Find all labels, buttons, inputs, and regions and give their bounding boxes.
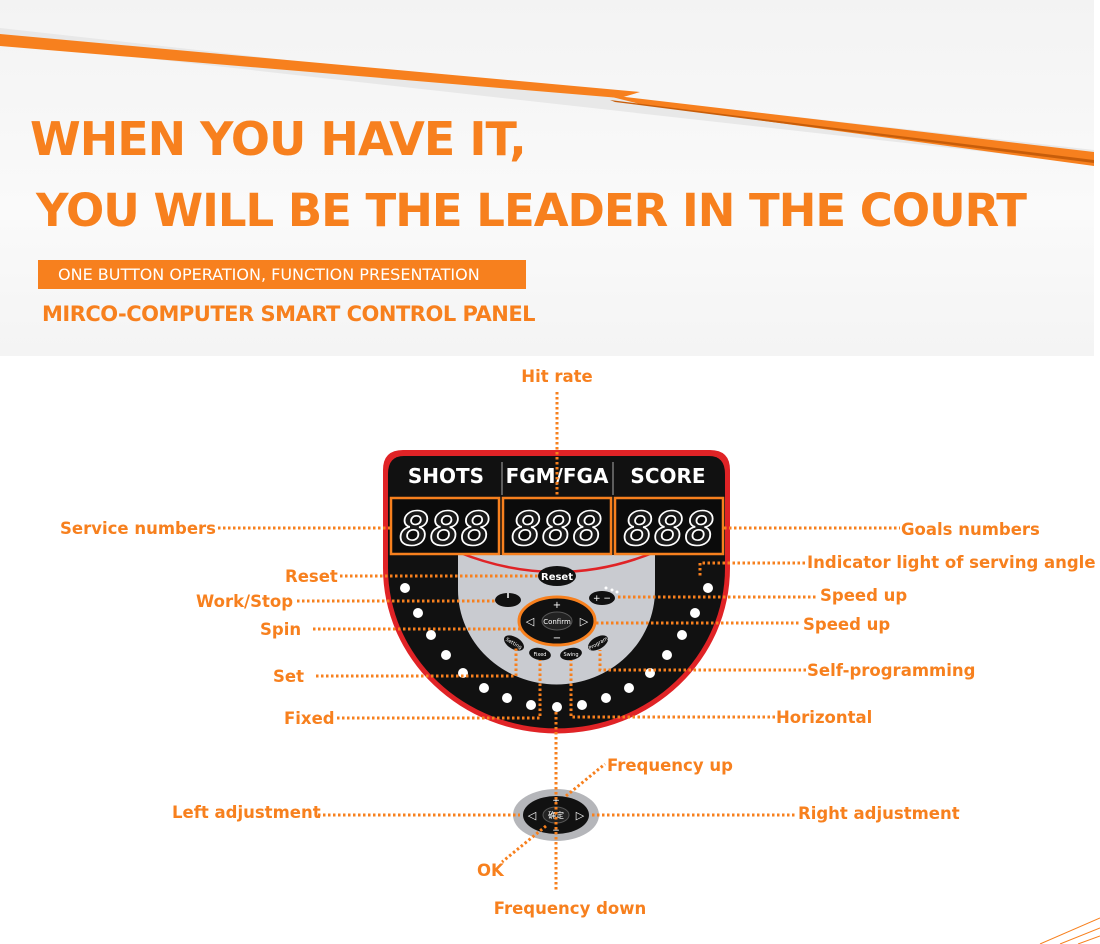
reset-button[interactable]: Reset <box>538 566 576 586</box>
display-score-digits: 888 <box>623 502 715 556</box>
work-stop-button[interactable] <box>495 593 521 607</box>
label-speed-up-1: Speed up <box>820 586 907 605</box>
label-horizontal: Horizontal <box>776 708 872 727</box>
speed-dots <box>604 586 619 594</box>
subtitle: MIRCO-COMPUTER SMART CONTROL PANEL <box>42 302 536 326</box>
swing-button-label: Swing <box>564 652 579 658</box>
label-indicator-light: Indicator light of serving angle <box>807 553 1096 572</box>
corner-decoration <box>1039 917 1100 944</box>
label-left-adjustment: Left adjustment <box>172 803 321 822</box>
remote-control: 确定 + − ◁ ▷ <box>513 789 599 841</box>
fixed-button-label: Fixed <box>534 652 547 658</box>
banner-stripes <box>0 28 1094 166</box>
dpad-plus[interactable]: + <box>553 600 561 611</box>
reset-button-label: Reset <box>541 572 573 583</box>
label-frequency-down: Frequency down <box>494 899 646 918</box>
header-banner: WHEN YOU HAVE IT, YOU WILL BE THE LEADER… <box>0 0 1094 356</box>
fixed-button[interactable]: Fixed <box>528 646 552 662</box>
tagline-bar: ONE BUTTON OPERATION, FUNCTION PRESENTAT… <box>38 260 526 289</box>
display-shots <box>389 496 501 556</box>
remote-left[interactable]: ◁ <box>528 809 537 822</box>
header-shots: SHOTS <box>408 464 484 488</box>
label-work-stop: Work/Stop <box>196 592 293 611</box>
remote-right[interactable]: ▷ <box>576 809 585 822</box>
label-spin: Spin <box>260 620 301 639</box>
label-speed-up-2: Speed up <box>803 615 890 634</box>
display-fgm-fga-digits: 888 <box>511 502 603 556</box>
dpad: Confirm + − ◁ ▷ <box>517 595 597 647</box>
dpad-right[interactable]: ▷ <box>580 615 589 628</box>
label-set: Set <box>273 667 304 686</box>
label-frequency-up: Frequency up <box>607 756 733 775</box>
speed-button-label: + − <box>593 594 611 604</box>
dpad-minus[interactable]: − <box>553 633 561 644</box>
speed-button[interactable]: + − <box>589 591 615 605</box>
remote-ok-label: 确定 <box>548 810 564 820</box>
label-reset: Reset <box>285 567 338 586</box>
indicator-lights <box>400 583 713 712</box>
display-shots-digits: 888 <box>399 502 491 556</box>
confirm-button[interactable] <box>541 611 573 631</box>
label-fixed: Fixed <box>284 709 335 728</box>
label-goals-numbers: Goals numbers <box>901 520 1040 539</box>
dpad-left[interactable]: ◁ <box>526 615 535 628</box>
headline-line-1: WHEN YOU HAVE IT, <box>30 112 527 166</box>
confirm-button-label: Confirm <box>543 618 571 626</box>
header-score: SCORE <box>630 464 705 488</box>
remote-plus[interactable]: + <box>552 796 560 806</box>
control-panel: SHOTS FGM/FGA SCORE 888 888 888 Reset <box>382 450 730 734</box>
remote-minus[interactable]: − <box>552 826 560 836</box>
leader-lines <box>218 392 900 890</box>
label-right-adjustment: Right adjustment <box>798 804 960 823</box>
label-self-programming: Self-programming <box>807 661 975 680</box>
label-hit-rate: Hit rate <box>521 367 592 386</box>
headline-line-2: YOU WILL BE THE LEADER IN THE COURT <box>36 184 1027 237</box>
callout-labels: Hit rate Service numbers Goals numbers I… <box>60 367 1096 918</box>
label-ok: OK <box>477 861 505 880</box>
display-score <box>613 496 725 556</box>
label-service-numbers: Service numbers <box>60 519 216 538</box>
swing-button[interactable]: Swing <box>559 646 583 662</box>
